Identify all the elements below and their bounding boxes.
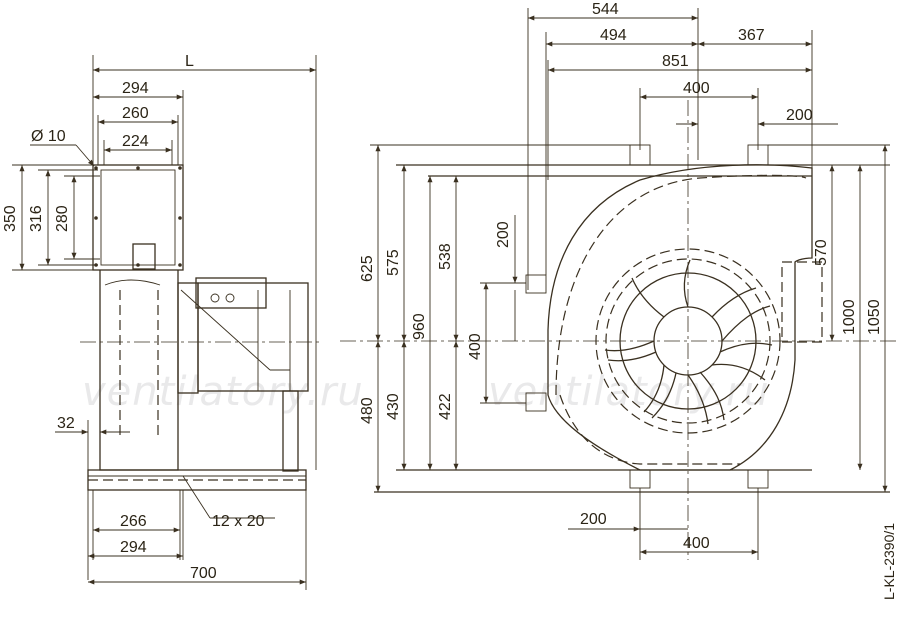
dim-32: 32: [57, 415, 75, 432]
watermark-left: ventilatory.ru: [82, 369, 364, 415]
dim-422: 422: [437, 393, 454, 420]
dim-400-bottom: 400: [683, 535, 710, 552]
dim-294-bottom: 294: [120, 539, 147, 556]
dim-260: 260: [122, 105, 149, 122]
dim-316: 316: [28, 205, 45, 232]
dim-1050: 1050: [866, 299, 883, 335]
dim-224: 224: [122, 133, 149, 150]
dim-700: 700: [190, 565, 217, 582]
dim-851: 851: [662, 53, 689, 70]
dim-350: 350: [2, 205, 19, 232]
dim-200-left: 200: [495, 221, 512, 248]
front-view: 544 494 367 851 400 200 400 200 625 480 …: [340, 1, 900, 560]
dim-200-top: 200: [786, 107, 813, 124]
dim-400-top: 400: [683, 80, 710, 97]
dim-266: 266: [120, 513, 147, 530]
dim-L: L: [185, 53, 194, 70]
side-view: L 294 260 224 Ø 10 350 316 280: [2, 53, 320, 590]
dim-544: 544: [592, 1, 619, 18]
dim-slot: 12 x 20: [212, 513, 265, 530]
dim-hole: Ø 10: [31, 128, 66, 145]
dim-1000: 1000: [841, 299, 858, 335]
dim-280: 280: [54, 205, 71, 232]
dim-400-left: 400: [467, 333, 484, 360]
dim-367: 367: [738, 27, 765, 44]
drawing-code: L-KL-2390/1: [881, 523, 897, 600]
dim-494: 494: [600, 27, 627, 44]
dim-575: 575: [385, 249, 402, 276]
dim-480: 480: [359, 397, 376, 424]
dim-960: 960: [411, 313, 428, 340]
watermark-right: ventilatory.ru: [488, 369, 770, 415]
dim-200-bottom: 200: [580, 511, 607, 528]
dim-570: 570: [813, 239, 830, 266]
dim-294-top: 294: [122, 80, 149, 97]
dim-430: 430: [385, 393, 402, 420]
dim-538: 538: [437, 243, 454, 270]
dim-625: 625: [359, 255, 376, 282]
